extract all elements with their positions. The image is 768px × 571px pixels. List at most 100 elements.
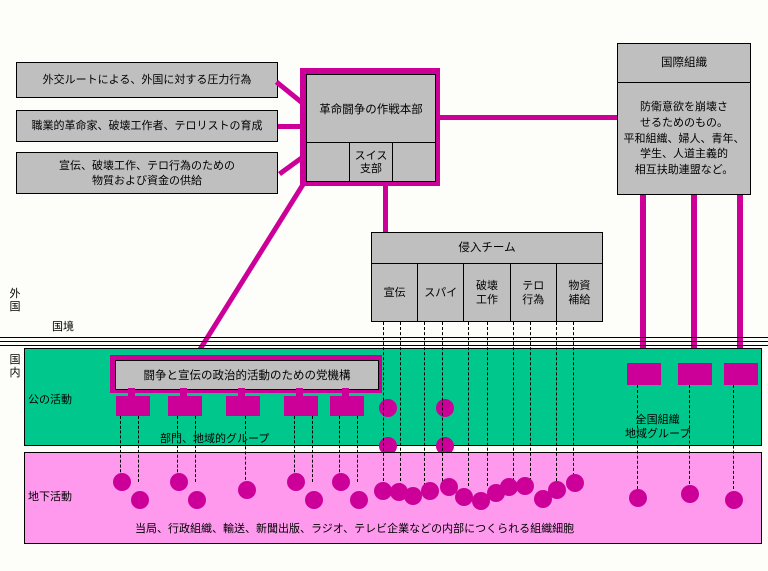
dashed-line-party-2 bbox=[138, 416, 139, 482]
underground-cell bbox=[188, 491, 206, 509]
international-body: 防衛意欲を崩壊さ せるためのもの。 平和組織、婦人、青年、 学生、人道主義的 相… bbox=[623, 99, 745, 177]
box-cadre-training: 職業的革命家、破壊工作者、テロリストの育成 bbox=[16, 110, 278, 142]
invasion-team-header: 侵入チーム bbox=[372, 233, 602, 264]
dashed-line-10 bbox=[573, 322, 574, 486]
box-material-funding-label: 宣伝、破壊工作、テロ行為のための 物質および資金の供給 bbox=[59, 158, 235, 187]
party-structure-frame: 闘争と宣伝の政治的活動のための党機構 bbox=[110, 355, 382, 393]
international-node-2 bbox=[678, 363, 712, 385]
dashed-line-4 bbox=[442, 322, 443, 486]
underground-cell bbox=[500, 478, 518, 496]
international-header: 国際組織 bbox=[618, 44, 750, 83]
dashed-line-3 bbox=[424, 322, 425, 486]
international-node-3 bbox=[724, 363, 758, 385]
box-diplomatic-pressure-label: 外交ルートによる、外国に対する圧力行為 bbox=[42, 72, 252, 86]
dashed-line-party-5 bbox=[245, 416, 246, 490]
underground-cell bbox=[113, 473, 131, 491]
dashed-line-national-1 bbox=[637, 385, 638, 489]
party-structure-box: 闘争と宣伝の政治的活動のための党機構 bbox=[115, 360, 379, 390]
invasion-cell-supply: 物資 補給 bbox=[568, 278, 591, 306]
hq-cell-swiss-branch: スイス 支部 bbox=[350, 143, 393, 181]
label-underground-activity: 地下活動 bbox=[28, 490, 72, 503]
underground-cell bbox=[421, 482, 439, 500]
underground-cell bbox=[455, 488, 473, 506]
border-line-bottom bbox=[0, 345, 768, 346]
underground-cell bbox=[629, 489, 647, 507]
label-border: 国境 bbox=[52, 320, 74, 333]
underground-cell bbox=[305, 491, 323, 509]
underground-cell bbox=[332, 473, 350, 491]
dashed-line-7 bbox=[513, 322, 514, 486]
party-stem-1 bbox=[128, 388, 135, 398]
label-public-activity: 公の活動 bbox=[28, 393, 72, 406]
box-cadre-training-label: 職業的革命家、破壊工作者、テロリストの育成 bbox=[31, 118, 263, 132]
label-foreign: 外 国 bbox=[9, 287, 21, 313]
connector-international-drop-3 bbox=[737, 195, 743, 367]
underground-cell bbox=[170, 473, 188, 491]
public-cell-1 bbox=[379, 399, 397, 417]
connector-hq-to-party-structure bbox=[192, 183, 305, 360]
connector-international-drop-1 bbox=[640, 195, 646, 367]
dashed-line-party-1 bbox=[120, 416, 121, 482]
underground-cell bbox=[681, 485, 699, 503]
public-cell-2 bbox=[436, 399, 454, 417]
border-line-top bbox=[0, 337, 768, 338]
hq-cell-right bbox=[393, 143, 435, 181]
underground-cell bbox=[350, 491, 368, 509]
caption-branch-groups: 部門、地域的グループ bbox=[160, 432, 270, 445]
dashed-line-2 bbox=[400, 322, 401, 486]
invasion-cell-propaganda: 宣伝 bbox=[372, 264, 419, 321]
dashed-line-party-6 bbox=[294, 416, 295, 482]
dashed-line-8 bbox=[530, 322, 531, 486]
invasion-cell-spy: スパイ bbox=[418, 264, 465, 321]
underground-cell bbox=[287, 473, 305, 491]
underground-cell bbox=[516, 477, 534, 495]
invasion-cell-terror: テロ 行為 bbox=[511, 264, 557, 321]
connector-cadre-to-hq bbox=[278, 124, 314, 129]
dashed-line-party-3 bbox=[177, 416, 178, 482]
hq-box: 革命闘争の作戦本部 スイス 支部 bbox=[306, 74, 436, 182]
border-line-mid bbox=[0, 341, 768, 342]
underground-cell bbox=[725, 491, 743, 509]
dashed-line-national-2 bbox=[689, 385, 690, 489]
underground-cell bbox=[566, 474, 584, 492]
dashed-line-9 bbox=[556, 322, 557, 486]
party-structure-label: 闘争と宣伝の政治的活動のための党機構 bbox=[143, 368, 351, 382]
underground-cell bbox=[374, 482, 392, 500]
underground-cell bbox=[238, 481, 256, 499]
party-stem-5 bbox=[342, 388, 349, 398]
underground-cell bbox=[472, 492, 490, 510]
underground-cell bbox=[534, 490, 552, 508]
dashed-line-party-4 bbox=[195, 416, 196, 482]
connector-hq-to-invasion-team bbox=[383, 186, 388, 232]
dashed-line-1 bbox=[383, 322, 384, 486]
international-node-1 bbox=[627, 363, 661, 385]
party-stem-2 bbox=[180, 388, 187, 398]
party-node-4 bbox=[284, 396, 318, 416]
dashed-line-party-9 bbox=[357, 416, 358, 482]
dashed-line-national-3 bbox=[733, 385, 734, 489]
hq-cell-left bbox=[307, 143, 350, 181]
connector-international-drop-2 bbox=[691, 195, 697, 367]
hq-subrow: スイス 支部 bbox=[307, 143, 435, 181]
caption-national-groups: 全国組織 地域グループ bbox=[625, 413, 691, 440]
underground-cell bbox=[131, 491, 149, 509]
connector-hq-to-international bbox=[440, 115, 620, 120]
underground-cell bbox=[548, 481, 566, 499]
dashed-line-5 bbox=[468, 322, 469, 486]
invasion-team-cells: 宣伝 スパイ 破壊 工作 テロ 行為 物資 補給 bbox=[372, 264, 602, 321]
party-stem-3 bbox=[238, 388, 245, 398]
hq-box-frame: 革命闘争の作戦本部 スイス 支部 bbox=[300, 68, 440, 186]
public-cell-4 bbox=[436, 437, 454, 455]
box-invasion-team: 侵入チーム 宣伝 スパイ 破壊 工作 テロ 行為 物資 補給 bbox=[371, 232, 603, 322]
hq-title: 革命闘争の作戦本部 bbox=[307, 75, 435, 143]
underground-cell bbox=[390, 483, 408, 501]
caption-underground-cells: 当局、行政組織、輸送、新聞出版、ラジオ、テレビ企業などの内部につくられる組織細胞 bbox=[135, 522, 575, 535]
party-node-2 bbox=[168, 396, 202, 416]
party-node-5 bbox=[330, 396, 364, 416]
party-stem-4 bbox=[296, 388, 303, 398]
box-material-funding: 宣伝、破壊工作、テロ行為のための 物質および資金の供給 bbox=[16, 152, 278, 194]
party-node-3 bbox=[226, 396, 260, 416]
party-node-1 bbox=[116, 396, 150, 416]
invasion-cell-sabotage: 破壊 工作 bbox=[464, 264, 511, 321]
